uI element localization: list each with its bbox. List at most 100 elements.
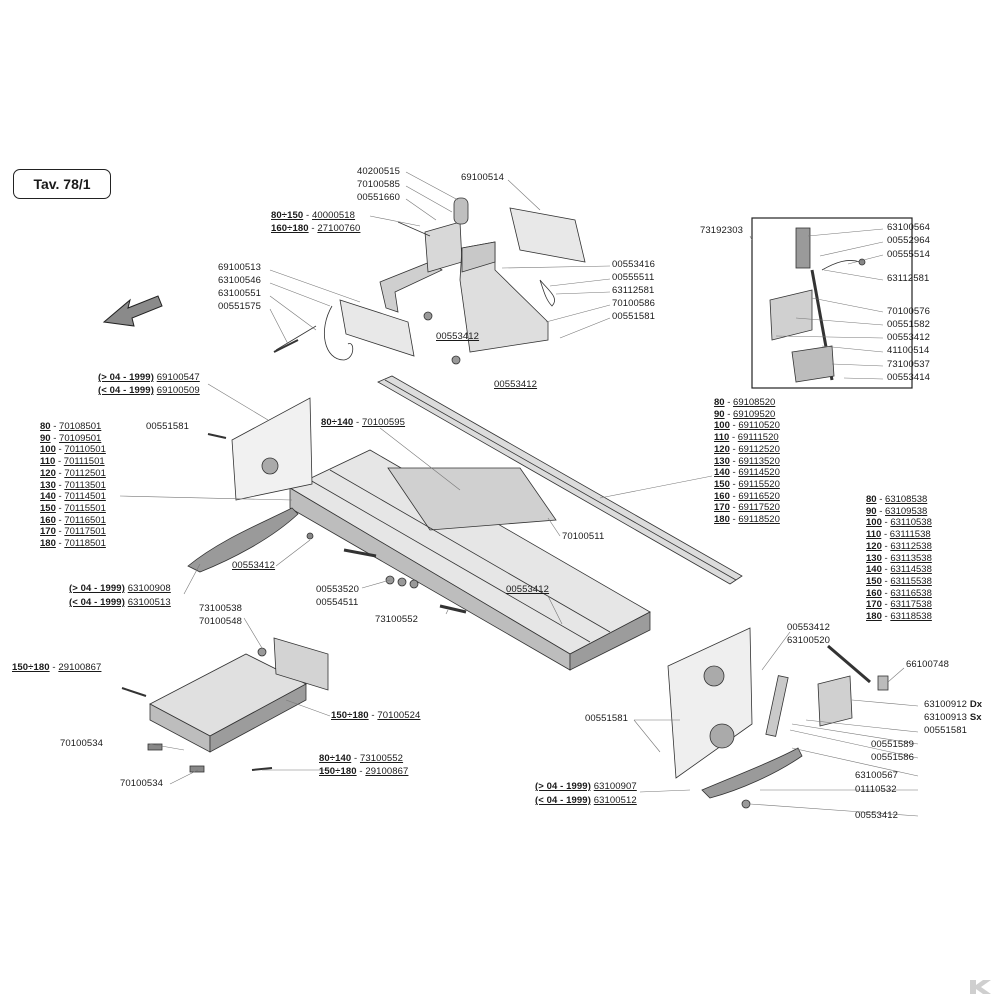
date-range: (< 04 - 1999)	[69, 597, 125, 608]
bracket-plate-left	[339, 261, 443, 357]
table-left-row: 100 - 70110501	[40, 444, 106, 456]
size-range: 150÷180	[331, 710, 369, 721]
size-range: 80÷140	[321, 417, 354, 428]
part-label: 70100586	[612, 298, 656, 309]
date-range: (> 04 - 1999)	[69, 583, 125, 594]
part-label: 00553414	[887, 372, 931, 383]
date-range: (> 04 - 1999)	[535, 781, 591, 792]
part-code: 63100512	[593, 795, 637, 806]
part-label: 00553412	[787, 622, 831, 633]
part-code: 70116501	[64, 514, 106, 526]
separator: -	[729, 420, 739, 432]
table-left-row: 160 - 70116501	[40, 515, 106, 527]
size-value: 140	[40, 491, 56, 503]
part-code: 69116520	[738, 490, 780, 502]
part-code: 69118520	[738, 514, 780, 526]
part-label: 00553412	[232, 560, 276, 571]
part-label: 73100552	[375, 614, 419, 625]
table-right-row: 140 - 63114538	[866, 564, 932, 576]
dated-part-label: (< 04 - 1999) 63100512	[535, 795, 637, 807]
separator: -	[50, 421, 60, 432]
part-label: 00551582	[887, 319, 931, 330]
bracket-triangle	[459, 241, 549, 353]
table-mid-row: 100 - 69110520	[714, 420, 780, 432]
size-value: 130	[40, 479, 56, 491]
lower-frame-sub	[149, 637, 329, 753]
size-range-label: 150÷180 - 70100524	[331, 710, 421, 721]
part-label: 00553416	[612, 259, 656, 270]
part-label: 70100585	[357, 179, 401, 190]
date-range: (< 04 - 1999)	[98, 385, 154, 396]
date-range: (< 04 - 1999)	[535, 795, 591, 806]
part-code: 70111501	[63, 456, 105, 468]
part-code: 69113520	[738, 455, 780, 467]
part-label: 63100564	[887, 222, 931, 233]
part-label: 00553520	[316, 584, 360, 595]
dated-part-label: (< 04 - 1999) 69100509	[98, 385, 200, 397]
part-code: 69109520	[733, 408, 776, 420]
part-code: 70113501	[64, 479, 106, 491]
table-left-row: 90 - 70109501	[40, 433, 106, 445]
part-code: 69112520	[738, 443, 780, 455]
size-value: 100	[40, 444, 56, 456]
table-right-row: 170 - 63117538	[866, 599, 932, 611]
rod-and-clip	[765, 644, 889, 737]
separator: -	[729, 443, 739, 455]
size-value: 110	[714, 432, 730, 444]
part-label: 00553412	[494, 379, 538, 390]
skid-left	[187, 507, 299, 573]
part-label: 63112581	[887, 273, 930, 284]
table-right-row: 180 - 63118538	[866, 611, 932, 623]
table-mid-row: 80 - 69108520	[714, 397, 780, 409]
separator: -	[729, 455, 739, 467]
table-mid-row: 120 - 69112520	[714, 444, 780, 456]
handed-part-label: 63100912 Dx	[924, 699, 982, 711]
separator: -	[881, 564, 891, 576]
size-value: 90	[714, 408, 725, 420]
date-range: (> 04 - 1999)	[98, 372, 154, 383]
part-code: 63109538	[885, 505, 928, 517]
size-value: 120	[40, 467, 56, 479]
part-label: 00555511	[612, 272, 655, 283]
table-left-row: 150 - 70115501	[40, 503, 106, 515]
size-range: 80÷140	[319, 753, 352, 764]
spring-wire	[324, 279, 556, 361]
part-label: 69100514	[461, 172, 505, 183]
part-code: 69100547	[156, 372, 200, 383]
part-code: 70112501	[64, 467, 106, 479]
size-value: 160	[40, 514, 56, 526]
part-label: 00551586	[871, 752, 915, 763]
table-left-row: 170 - 70117501	[40, 526, 106, 538]
long-side-beam	[377, 375, 743, 585]
size-value: 150	[40, 502, 56, 514]
separator: -	[724, 408, 734, 420]
separator: -	[55, 467, 65, 479]
part-code: 63114538	[890, 564, 932, 576]
size-range-label: 150÷180 - 29100867	[319, 766, 409, 777]
part-code: 63100912	[924, 699, 968, 710]
part-code: 70110501	[64, 444, 106, 456]
part-label: 69100513	[218, 262, 262, 273]
part-code: 63108538	[885, 494, 928, 505]
part-code: 63100513	[127, 597, 171, 608]
table-mid-row: 160 - 69116520	[714, 491, 780, 503]
table-right-row: 90 - 63109538	[866, 506, 932, 518]
part-code: 63115538	[890, 575, 932, 587]
part-label: 00551581	[924, 725, 968, 736]
separator: -	[55, 479, 65, 491]
part-code: 70109501	[59, 432, 102, 444]
table-mid-row: 180 - 69118520	[714, 514, 780, 526]
size-value: 180	[40, 538, 56, 550]
bracket-upright	[275, 197, 469, 351]
separator: -	[881, 575, 891, 587]
table-left-row: 110 - 70111501	[40, 456, 106, 468]
part-code: 69114520	[738, 467, 780, 479]
part-label: 00554511	[316, 597, 359, 608]
part-code: 70117501	[64, 526, 106, 538]
part-label: 00551660	[357, 192, 401, 203]
size-value: 170	[714, 502, 730, 514]
size-range-label: 80÷140 - 73100552	[319, 753, 404, 764]
